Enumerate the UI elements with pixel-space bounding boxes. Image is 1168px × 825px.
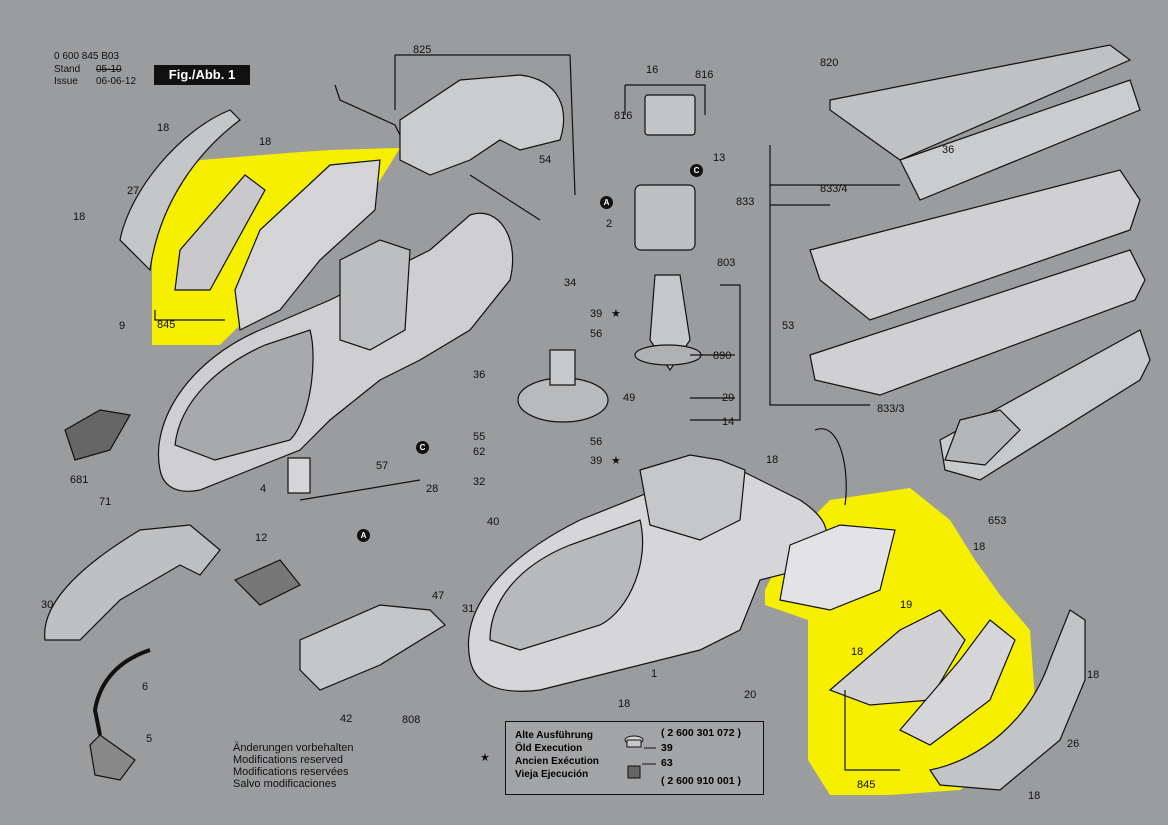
part-label: 39 [590,455,603,467]
part-label: 845 [857,779,876,791]
part-label: 833/3 [877,403,905,415]
note-line: Änderungen vorbehalten [233,742,354,754]
part-label: 1 [651,668,658,680]
legend-labels: Alte Ausführung Öld Execution Ancien Exé… [515,729,599,781]
part-label: 54 [539,154,552,166]
legend-row: Alte Ausführung [515,730,593,741]
issue-value: 06-06-12 [96,76,137,87]
part-label: 16 [646,64,659,76]
part-label: 890 [713,350,732,362]
modification-notes: Änderungen vorbehalten Modifications res… [233,742,353,790]
part-label: 40 [487,516,500,528]
part-label: 56 [590,436,603,448]
stand-label: Stand [54,64,81,75]
part-label: 816 [695,69,714,81]
part-label: 18 [1028,790,1041,802]
part-label: 42 [340,713,353,725]
part-label: 39 [590,308,603,320]
front-handle [44,524,221,641]
part-label: 26 [1067,738,1080,750]
part-label: 4 [260,483,267,495]
part-label: 31 [462,603,475,615]
part-label: 71 [99,496,112,508]
part-label: 36 [473,369,486,381]
legend-row: Vieja Ejecución [515,769,589,780]
part-label: 5 [146,733,153,745]
marker-a: A [357,529,370,542]
part-label: 808 [402,714,421,726]
part-label: 833/4 [820,183,848,195]
part-label: 18 [73,211,86,223]
part-label: 34 [564,277,577,289]
part-label: 27 [127,185,140,197]
part-label: 18 [766,454,779,466]
part-label: 18 [851,646,864,658]
legend-part-39: 39 [661,742,673,754]
legend-part-63: 63 [661,757,673,769]
part-label: 18 [973,541,986,553]
part-label: 653 [988,515,1007,527]
blade-middle [809,169,1141,321]
issue-label: Issue [54,76,78,87]
part-label: 49 [623,392,636,404]
figure-title: Fig./Abb. 1 [154,65,250,85]
part-label: 56 [590,328,603,340]
doc-number: 0 600 845 B03 [54,51,120,62]
part-label: 681 [70,474,89,486]
part-label: 57 [376,460,389,472]
part-number-old: ( 2 600 910 001 ) [661,775,741,787]
legend-part-icons [624,735,656,779]
part-label: 12 [255,532,268,544]
star-marker: ★ [611,308,621,320]
part-label: 55 [473,431,486,443]
part-label: 816 [614,110,633,122]
part-label: 28 [426,483,439,495]
blade-upper [829,44,1132,161]
part-label: 6 [142,681,149,693]
part-label: 18 [1087,669,1100,681]
handle-top [399,74,565,176]
note-line: Modifications reservées [233,766,349,778]
star-marker: ★ [611,455,621,467]
part-label: 825 [413,44,432,56]
part-label: 18 [259,136,272,148]
part-label: 18 [618,698,631,710]
part-label: 820 [820,57,839,69]
note-line: Salvo modificaciones [233,778,337,790]
part-label: 13 [713,152,726,164]
part-label: 20 [744,689,757,701]
part-label: 845 [157,319,176,331]
part-label: 53 [782,320,795,332]
part-label: 14 [722,416,735,428]
part-label: 62 [473,446,486,458]
blade-lower [809,249,1146,396]
part-label: 47 [432,590,445,602]
part-label: 19 [900,599,913,611]
part-label: 833 [736,196,755,208]
part-label: 2 [606,218,613,230]
marker-c: C [690,164,703,177]
part-label: 9 [119,320,126,332]
note-line: Modifications reserved [233,754,344,766]
part-label: 803 [717,257,736,269]
legend-row: Öld Execution [515,743,583,754]
part-label: 18 [157,122,170,134]
stand-value: 05-10 [96,64,122,75]
marker-a: A [600,196,613,209]
marker-c: C [416,441,429,454]
part-label: 32 [473,476,486,488]
legend-row: Ancien Exécution [515,756,599,767]
part-number-new: ( 2 600 301 072 ) [661,727,741,739]
star-marker: ★ [480,752,490,764]
part-label: 36 [942,144,955,156]
old-execution-legend: Alte Ausführung Öld Execution Ancien Exé… [505,721,764,795]
part-label: 30 [41,599,54,611]
part-label: 29 [722,392,735,404]
